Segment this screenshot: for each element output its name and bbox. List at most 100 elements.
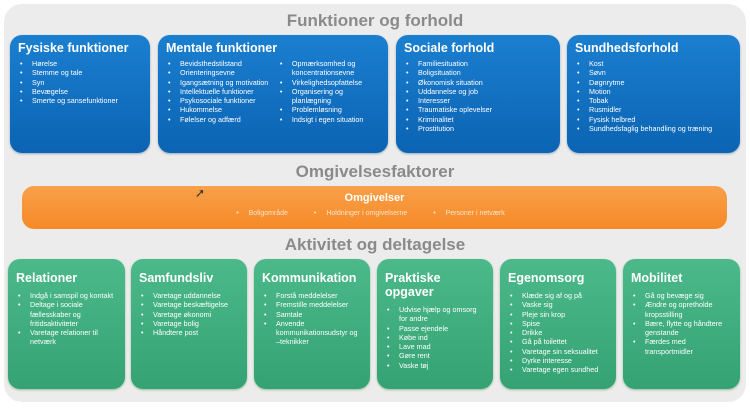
box-title: Kommunikation xyxy=(262,271,357,285)
box-egenomsorg: EgenomsorgKlæde sig af og påVaske sigPle… xyxy=(500,259,616,389)
list-item: Kriminalitet xyxy=(404,115,552,125)
bullet-list: Opmærksomhed og koncentrationsevneVirkel… xyxy=(278,59,380,124)
list-item: Hukommelse xyxy=(166,105,272,115)
list-item: Varetage beskæftigelse xyxy=(139,300,239,310)
list-item: Økonomisk situation xyxy=(404,78,552,88)
bullet-list: HørelseStemme og taleSynBevægelseSmerte … xyxy=(18,59,142,106)
list-item: Følelser og adfærd xyxy=(166,115,272,125)
box-mobilitet: MobilitetGå og bevæge sigÆndre og opreth… xyxy=(623,259,740,389)
list-item: Boligsituation xyxy=(404,68,552,78)
list-item: Gøre rent xyxy=(385,351,485,361)
bullet-list: Udvise hjælp og omsorg for andrePasse ej… xyxy=(385,305,485,370)
list-item: Håndtere post xyxy=(139,328,239,338)
list-item: Bevægelse xyxy=(18,87,142,97)
box-samfundsliv: SamfundslivVaretage uddannelseVaretage b… xyxy=(131,259,247,389)
box-title: Praktiske opgaver xyxy=(385,271,441,299)
list-item: Igangsætning og motivation xyxy=(166,78,272,88)
list-item: Interesser xyxy=(404,96,552,106)
list-item: Organisering og planlægning xyxy=(278,87,380,106)
list-item: Prostitution xyxy=(404,124,552,134)
box-praktiske-opgaver: Praktiske opgaverUdvise hjælp og omsorg … xyxy=(377,259,493,389)
list-item: Uddannelse og job xyxy=(404,87,552,97)
list-item: Indsigt i egen situation xyxy=(278,115,380,125)
list-item: Passe ejendele xyxy=(385,324,485,334)
box-title: Sundhedsforhold xyxy=(575,41,679,55)
box-title: Samfundsliv xyxy=(139,271,214,285)
box-sociale-forhold: Sociale forholdFamiliesituationBoligsitu… xyxy=(396,35,560,153)
list-item: Dyrke interesse xyxy=(508,356,608,366)
list-item: Klæde sig af og på xyxy=(508,291,608,301)
list-item: Indgå i samspil og kontakt xyxy=(16,291,117,301)
list-item: Varetage økonomi xyxy=(139,310,239,320)
list-item: Virkelighedsopfattelse xyxy=(278,78,380,88)
box-fysiske-funktioner: Fysiske funktionerHørelseStemme og taleS… xyxy=(10,35,150,153)
section-title-activity: Aktivitet og deltagelse xyxy=(284,235,466,254)
list-item: Rusmidler xyxy=(575,105,732,115)
box-title: Mentale funktioner xyxy=(166,41,278,55)
bullet-list: Klæde sig af og påVaske sigPleje sin kro… xyxy=(508,291,608,375)
list-item: Vaske tøj xyxy=(385,361,485,371)
list-item: Psykosociale funktioner xyxy=(166,96,272,106)
box-omgivelser: Omgivelser • Boligområde • Holdninger i … xyxy=(22,186,727,229)
list-item: Samtale xyxy=(262,310,362,320)
list-item: Varetage sin seksualitet xyxy=(508,347,608,357)
list-item: Drikke xyxy=(508,328,608,338)
list-item: Spise xyxy=(508,319,608,329)
list-item: Problemløsning xyxy=(278,105,380,115)
list-item: Anvende kommunikationsudstyr og –teknikk… xyxy=(262,319,362,347)
list-item: Tobak xyxy=(575,96,732,106)
list-item: Færdes med transportmidler xyxy=(631,337,732,356)
list-item: Motion xyxy=(575,87,732,97)
list-item: Udvise hjælp og omsorg for andre xyxy=(385,305,485,324)
list-item: • Boligområde xyxy=(236,210,288,217)
bullet-list: KostSøvnDøgnrytmeMotionTobakRusmidlerFys… xyxy=(575,59,732,134)
list-item: Varetage relationer til netværk xyxy=(16,328,117,347)
box-title: Fysiske funktioner xyxy=(18,41,129,55)
list-item: Gå på toilettet xyxy=(508,337,608,347)
list-item: Kost xyxy=(575,59,732,69)
list-item: • Holdninger i omgivelserne xyxy=(313,210,408,217)
box-sundhedsforhold: SundhedsforholdKostSøvnDøgnrytmeMotionTo… xyxy=(567,35,740,153)
list-item: Hørelse xyxy=(18,59,142,69)
list-item: • Personer i netværk xyxy=(433,210,505,217)
box-relationer: RelationerIndgå i samspil og kontaktDelt… xyxy=(8,259,125,389)
list-item: Stemme og tale xyxy=(18,68,142,78)
list-item: Smerte og sansefunktioner xyxy=(18,96,142,106)
box-title: Relationer xyxy=(16,271,78,285)
list-item: Sundhedsfaglig behandling og træning xyxy=(575,124,732,134)
list-item: Traumatiske oplevelser xyxy=(404,105,552,115)
list-item: Ændre og opretholde kropsstilling xyxy=(631,300,732,319)
box-title: Egenomsorg xyxy=(508,271,585,285)
box-title: Sociale forhold xyxy=(404,41,495,55)
section-title-functions: Funktioner og forhold xyxy=(286,11,464,30)
bullet-list: BevidsthedstilstandOrienteringsevneIgang… xyxy=(166,59,272,124)
list-item: Syn xyxy=(18,78,142,88)
list-item: Fremstille meddelelser xyxy=(262,300,362,310)
list-item: Forstå meddelelser xyxy=(262,291,362,301)
mouse-cursor-icon: ➚ xyxy=(195,186,206,200)
list-item: Orienteringsevne xyxy=(166,68,272,78)
box-title: Omgivelser xyxy=(344,192,405,204)
list-item: Købe ind xyxy=(385,333,485,343)
list-item: Bevidsthedstilstand xyxy=(166,59,272,69)
list-item: Familiesituation xyxy=(404,59,552,69)
list-item: Varetage egen sundhed xyxy=(508,365,608,375)
list-item: Fysisk helbred xyxy=(575,115,732,125)
list-item: Varetage bolig xyxy=(139,319,239,329)
list-item: Bære, flytte og håndtere genstande xyxy=(631,319,732,338)
section-title-environment: Omgivelsesfaktorer xyxy=(295,162,455,181)
bullet-list: Varetage uddannelseVaretage beskæftigels… xyxy=(139,291,239,338)
bullet-list: Indgå i samspil og kontaktDeltage i soci… xyxy=(16,291,117,347)
bullet-list: Forstå meddelelserFremstille meddelelser… xyxy=(262,291,362,347)
list-item: Lave mad xyxy=(385,342,485,352)
list-item: Deltage i sociale fællesskaber og fritid… xyxy=(16,300,117,328)
list-item: Opmærksomhed og koncentrationsevne xyxy=(278,59,380,78)
list-item: Døgnrytme xyxy=(575,78,732,88)
box-mentale-funktioner: Mentale funktioner BevidsthedstilstandOr… xyxy=(158,35,388,153)
list-item: Søvn xyxy=(575,68,732,78)
list-item: Vaske sig xyxy=(508,300,608,310)
box-title: Mobilitet xyxy=(631,271,683,285)
box-kommunikation: KommunikationForstå meddelelserFremstill… xyxy=(254,259,370,389)
list-item: Pleje sin krop xyxy=(508,310,608,320)
list-item: Intellektuelle funktioner xyxy=(166,87,272,97)
